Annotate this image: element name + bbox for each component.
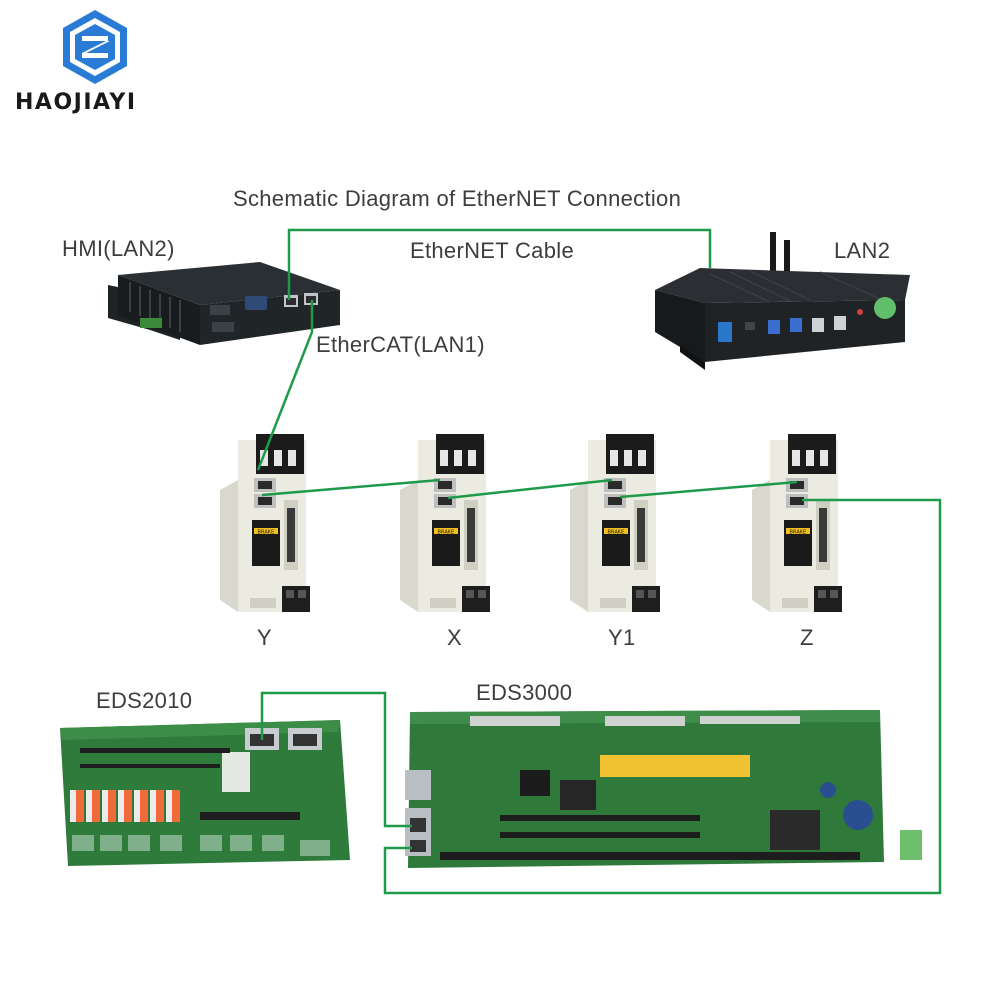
drive-side-panel [400,480,418,612]
hmi-device [108,262,340,345]
drive-power-connector [632,586,660,612]
hmi-label: HMI(LAN2) [62,236,175,261]
drive-power-connector [814,586,842,612]
ethercat-cable-z-to-eds3000 [383,498,942,895]
drive-brake-tag: BRAKE [258,530,276,536]
eds2010-board [60,720,350,866]
drive-brake-panel [252,520,280,566]
ethernet-cables [256,228,942,895]
servo-drive-z: BRAKE [752,434,842,612]
drive-label-y: Y [257,625,272,650]
hexagon-logo-icon [63,10,127,84]
ethercat-label: EtherCAT(LAN1) [316,332,485,357]
drive-side-panel [220,480,238,612]
drive-brake-panel [784,520,812,566]
eds3000-label: EDS3000 [476,680,573,705]
eds3000-board [405,710,922,868]
drives: BRAKE BRAKE BRAKE BRAKE [220,434,842,612]
ethercat-cable-y-to-x [261,478,441,497]
drive-label-x: X [447,625,462,650]
ethernet-cable-label: EtherNET Cable [410,238,574,263]
drive-power-connector [462,586,490,612]
drive-power-connector [282,586,310,612]
drive-side-panel [570,480,588,612]
ethernet-cable-hmi-to-lan2 [287,228,712,300]
drive-brake-tag: BRAKE [790,530,808,536]
ethercat-cable-eds3000-to-eds2010 [260,691,412,828]
ethercat-cable-hmi-to-y [256,300,314,471]
diagram-title: Schematic Diagram of EtherNET Connection [233,186,682,211]
ethercat-cable-y1-to-z [619,480,798,499]
lan2-pc [655,232,910,370]
lan2-label: LAN2 [834,238,891,263]
drive-side-panel [752,480,770,612]
drive-brake-panel [602,520,630,566]
drive-brake-panel [432,520,460,566]
drive-label-y1: Y1 [608,625,636,650]
ethercat-cable-x-to-y1 [447,478,613,500]
servo-drive-y: BRAKE [220,434,310,612]
servo-drive-y1: BRAKE [570,434,660,612]
servo-drive-x: BRAKE [400,434,490,612]
eds2010-label: EDS2010 [96,688,193,713]
drive-label-z: Z [800,625,814,650]
brand-name: HAOJIAYI [15,90,137,115]
drive-brake-tag: BRAKE [438,530,456,536]
drive-brake-tag: BRAKE [608,530,626,536]
brand-logo [60,8,130,86]
